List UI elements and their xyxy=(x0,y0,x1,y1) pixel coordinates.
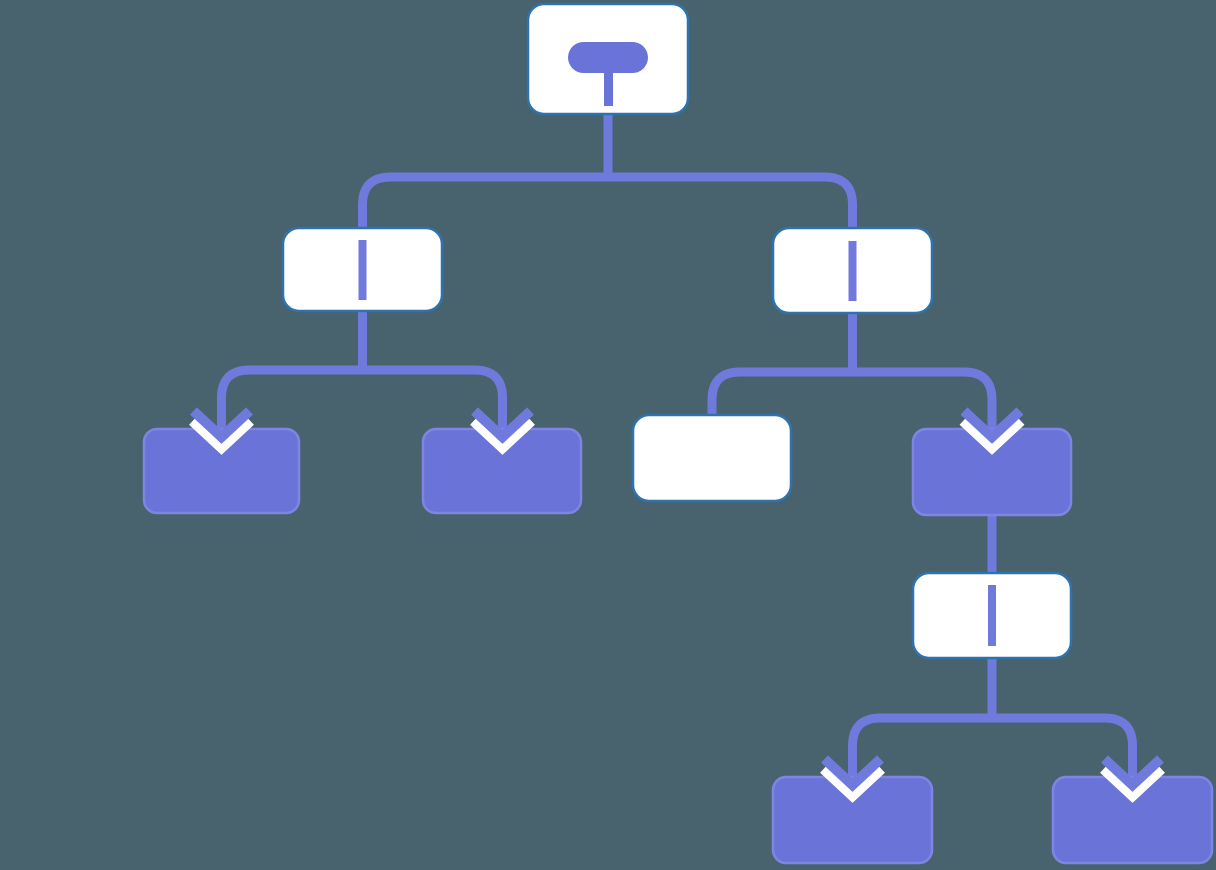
passthrough-bar-icon xyxy=(848,241,857,301)
node-leaf-mid-right[interactable] xyxy=(911,427,1073,517)
passthrough-bar-icon xyxy=(358,240,367,300)
edge-bottom-branch xyxy=(848,713,1137,778)
arrow-into-leaf-bottom-right-white-chevron-icon xyxy=(1100,763,1165,803)
node-leaf-bottom-right[interactable] xyxy=(1051,775,1214,865)
arrow-into-leaf-bottom-right-purple-chevron-icon xyxy=(1101,755,1164,792)
passthrough-bar-icon xyxy=(988,585,996,646)
node-leaf-mid-left[interactable] xyxy=(421,427,583,515)
arrow-into-leaf-far-left-white-chevron-icon xyxy=(189,415,254,455)
arrow-into-leaf-far-left-purple-chevron-icon xyxy=(190,407,253,444)
root-marker-stem-icon xyxy=(604,70,613,106)
arrow-into-leaf-mid-left-purple-chevron-icon xyxy=(471,407,534,444)
root-marker-pill-icon xyxy=(568,42,648,73)
arrow-into-leaf-bottom-left-purple-chevron-icon xyxy=(821,755,884,792)
edge-top-branch xyxy=(358,172,857,229)
node-leaf-far-left[interactable] xyxy=(142,427,301,515)
arrow-into-leaf-mid-right-purple-chevron-icon xyxy=(960,407,1024,444)
node-plain-white[interactable] xyxy=(631,413,793,503)
edge-right-branch xyxy=(707,367,997,430)
arrow-into-leaf-mid-left-white-chevron-icon xyxy=(470,415,535,455)
node-leaf-bottom-left[interactable] xyxy=(771,775,934,865)
arrow-into-leaf-bottom-left-white-chevron-icon xyxy=(820,763,885,803)
edge-left-branch xyxy=(217,365,507,430)
arrow-into-leaf-mid-right-white-chevron-icon xyxy=(959,415,1025,455)
